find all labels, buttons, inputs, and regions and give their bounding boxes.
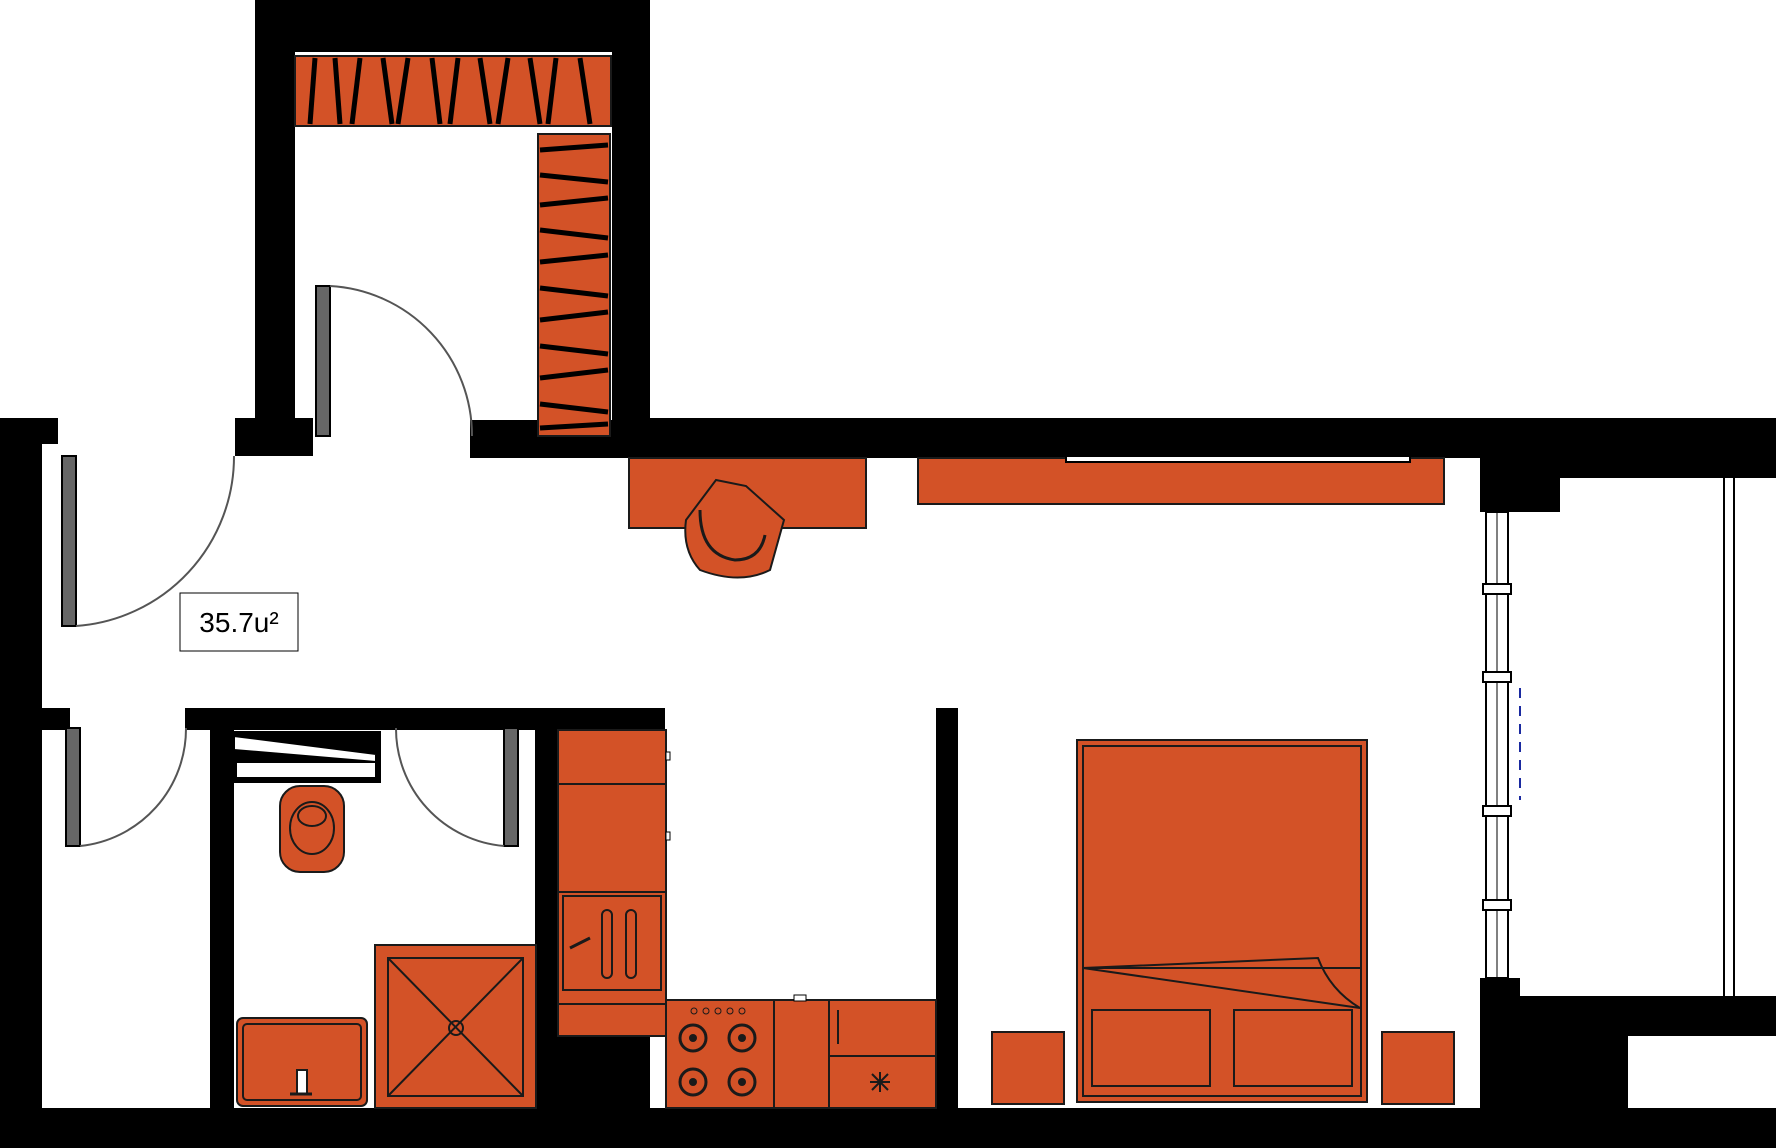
bottom-exterior-wall [0, 1108, 1776, 1148]
closet-top-wall [255, 0, 650, 52]
bedroom-partition-wall [936, 708, 958, 1108]
bathroom-sink [236, 1017, 368, 1107]
closet-left-wall [255, 0, 295, 456]
hall-door-swing [79, 727, 188, 847]
closet-door-leaf[interactable] [315, 285, 331, 437]
entry-door-swing [75, 455, 236, 627]
toilet [279, 785, 345, 873]
area-label-box: 35.7u² [179, 592, 299, 652]
nightstand-right [1381, 1031, 1455, 1105]
bathroom-door-leaf[interactable] [503, 727, 519, 847]
cabinet-handle [793, 994, 807, 1002]
bathroom-door-jamb [518, 708, 665, 730]
closet-right-wall [612, 0, 650, 458]
kitchen-sink [562, 895, 662, 991]
bathroom-right-wall [535, 730, 557, 1110]
doors [61, 285, 519, 847]
kitchen-wall-block [557, 1036, 650, 1108]
nightstand-left [991, 1031, 1065, 1105]
kitchen-corner-counter [557, 1003, 667, 1037]
left-wall-cap [0, 418, 58, 444]
pillow-right [1233, 1009, 1353, 1087]
hall-door-leaf[interactable] [65, 727, 81, 847]
wardrobe-side [537, 133, 611, 437]
double-bed [1076, 739, 1368, 1103]
balcony-window [1482, 511, 1521, 979]
dishwasher [828, 999, 937, 1109]
bathroom-door-swing [394, 727, 505, 847]
bathroom-cabinet [229, 731, 381, 783]
wall-shelf [1065, 455, 1411, 463]
balcony-step [1520, 1036, 1628, 1108]
pillow-left [1091, 1009, 1211, 1087]
closet-door-swing [329, 285, 474, 437]
wall-stub [40, 708, 64, 730]
office-chair [684, 478, 786, 579]
wardrobe-top [294, 55, 612, 127]
kitchen-base-cabinet [773, 999, 830, 1109]
balcony-railing [1723, 478, 1735, 1000]
balcony-bottom-wall [1480, 996, 1776, 1036]
tv-console [917, 457, 1445, 505]
area-label: 35.7u² [199, 607, 278, 638]
bathroom-left-wall [210, 730, 234, 1110]
stove-icon [665, 999, 775, 1109]
left-exterior-wall [0, 420, 42, 1145]
balcony-corner-top [1480, 418, 1560, 512]
entry-door-leaf[interactable] [61, 455, 77, 627]
shower [374, 944, 537, 1109]
